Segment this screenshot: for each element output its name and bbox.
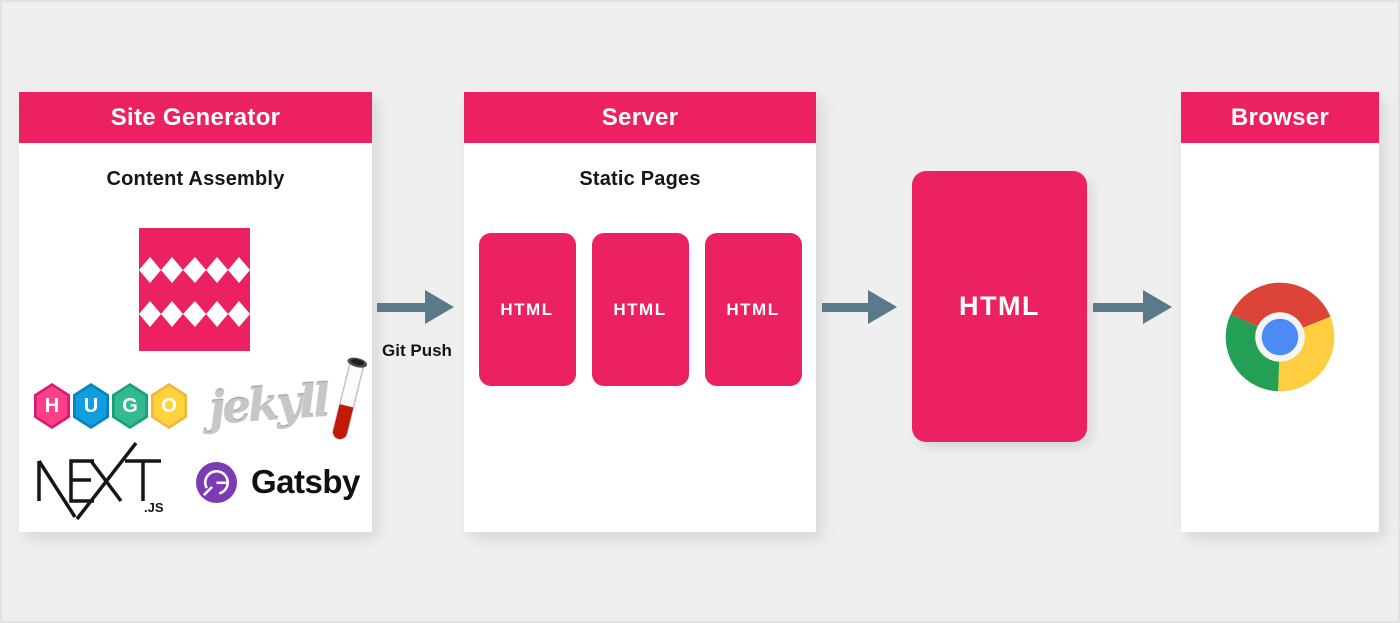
html-page-card: HTML xyxy=(591,233,689,386)
arrow-shaft xyxy=(1093,302,1143,312)
content-assembly-icon xyxy=(139,228,250,351)
hugo-letter: O xyxy=(161,394,177,417)
hugo-letter: G xyxy=(122,394,138,417)
site-generator-title: Site Generator xyxy=(110,103,281,131)
nextjs-suffix: .JS xyxy=(144,500,164,515)
hugo-hexagon-u: U xyxy=(71,383,111,429)
gatsby-logo: Gatsby xyxy=(195,460,360,504)
browser-panel: Browser xyxy=(1181,92,1379,532)
html-to-browser-arrow xyxy=(1093,290,1172,324)
hugo-hexagon-h: H xyxy=(32,383,72,429)
server-to-html-arrow xyxy=(822,290,897,324)
jekyll-test-tube-icon xyxy=(332,357,367,440)
html-document-node: HTML xyxy=(912,171,1087,442)
browser-header: Browser xyxy=(1181,92,1379,143)
html-page-card: HTML xyxy=(478,233,576,386)
site-generator-panel: Site Generator Content Assembly H U G xyxy=(19,92,372,532)
arrow-head-icon xyxy=(1143,290,1172,324)
hugo-logo: H U G O xyxy=(32,383,188,429)
html-card-label: HTML xyxy=(500,299,554,319)
arrow-head-icon xyxy=(868,290,897,324)
site-generator-header: Site Generator xyxy=(19,92,372,143)
gatsby-wordmark: Gatsby xyxy=(251,463,360,500)
browser-title: Browser xyxy=(1230,103,1330,131)
arrow-shaft xyxy=(822,302,868,312)
hugo-letter: H xyxy=(44,394,60,417)
arrow-head-icon xyxy=(425,290,454,324)
html-card-label: HTML xyxy=(613,299,667,319)
html-node-label: HTML xyxy=(959,291,1040,321)
git-push-label: Git Push xyxy=(382,341,452,360)
hugo-letter: U xyxy=(83,394,99,417)
server-panel: Server Static Pages HTML HTML HTML xyxy=(464,92,816,532)
static-pages-label: Static Pages xyxy=(579,168,701,190)
html-page-card: HTML xyxy=(704,233,802,386)
gatsby-monogram-icon xyxy=(195,461,238,503)
jekyll-logo: jekyll xyxy=(205,357,367,444)
jekyll-wordmark: jekyll xyxy=(207,373,330,436)
hugo-hexagon-g: G xyxy=(110,383,150,429)
hugo-hexagon-o: O xyxy=(149,383,189,429)
nextjs-logo: .JS xyxy=(37,442,164,521)
chrome-icon xyxy=(1225,282,1335,392)
content-assembly-label: Content Assembly xyxy=(106,168,285,190)
static-page-cards: HTML HTML HTML xyxy=(464,233,816,386)
arrow-shaft xyxy=(377,302,425,312)
html-card-label: HTML xyxy=(726,299,780,319)
server-header: Server xyxy=(464,92,816,143)
git-push-arrow xyxy=(377,290,454,324)
server-title: Server xyxy=(601,103,679,131)
